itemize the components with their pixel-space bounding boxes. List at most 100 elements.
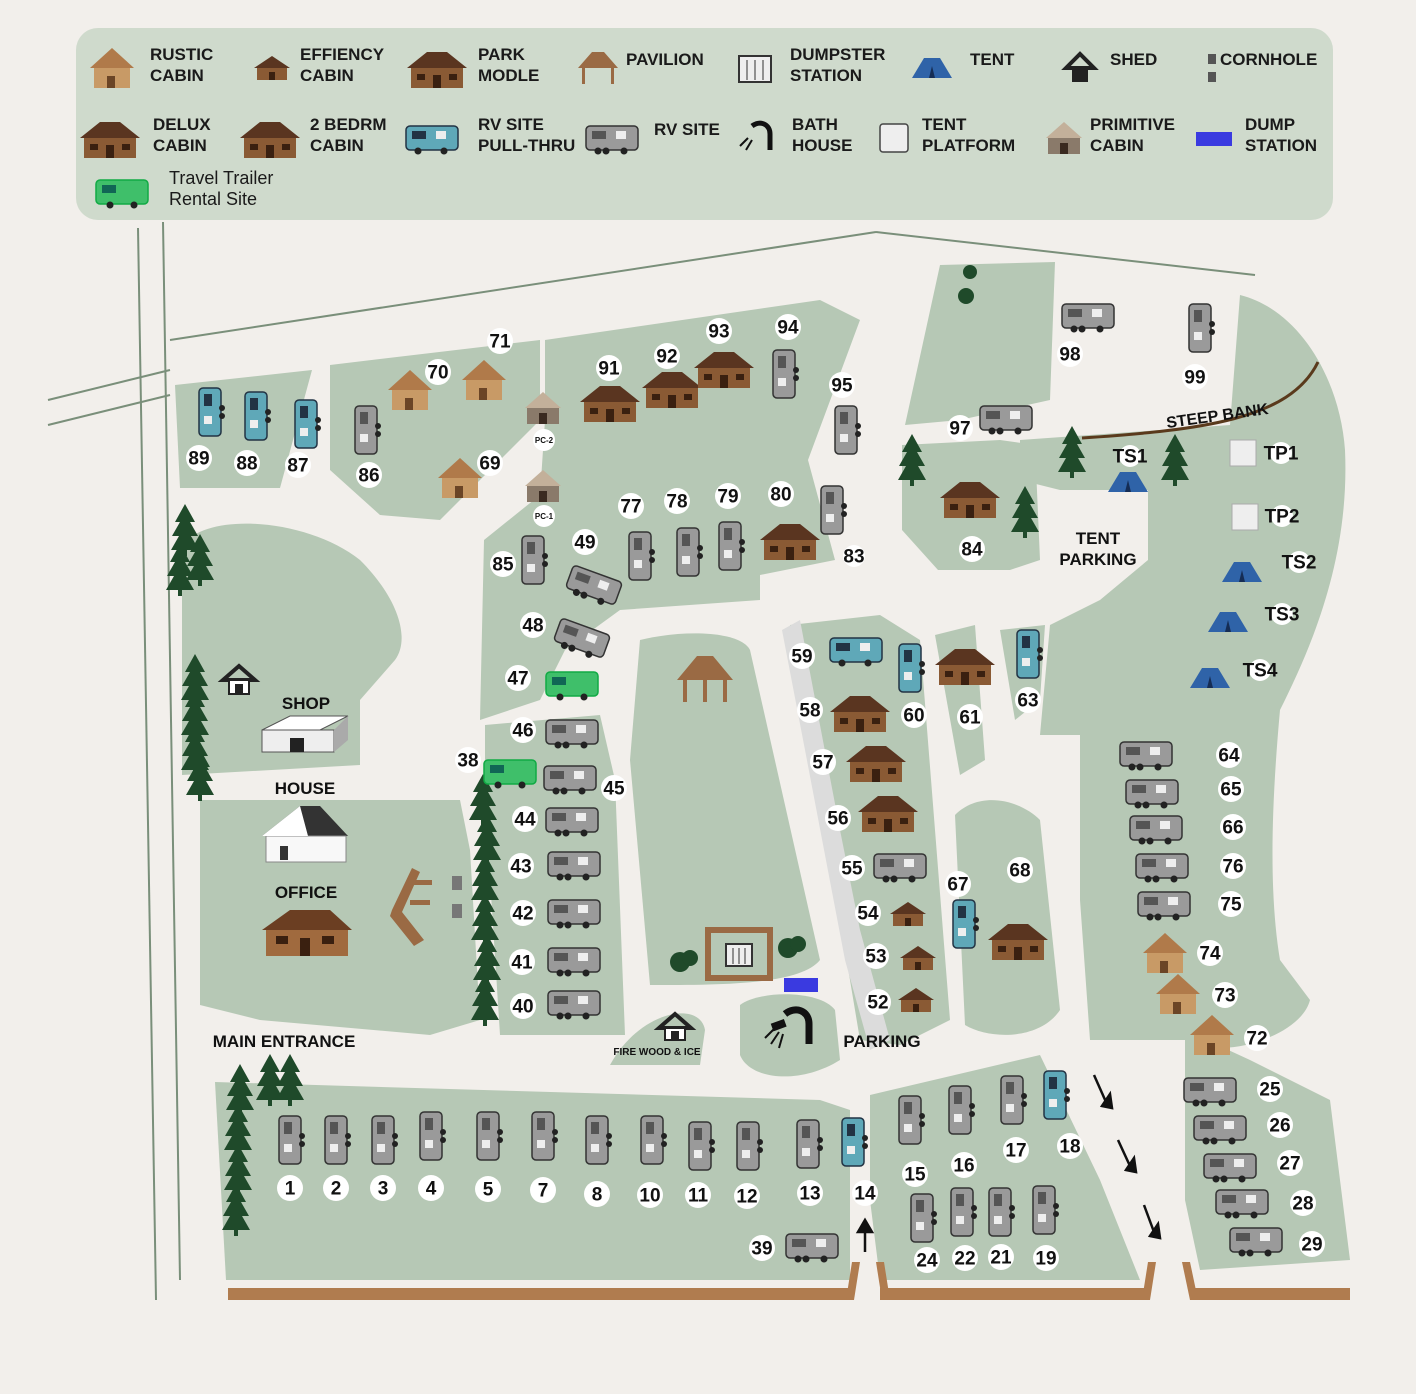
campsite-98[interactable]: 98: [1057, 303, 1115, 367]
campsite-1[interactable]: 1: [277, 1115, 306, 1201]
bath-house-icon: [739, 120, 773, 151]
campsite-69[interactable]: 69: [438, 450, 503, 498]
campsite-60[interactable]: 60: [898, 643, 927, 728]
campsite-27[interactable]: 27: [1203, 1150, 1303, 1184]
campsite-79[interactable]: 79: [715, 483, 746, 571]
campsite-28[interactable]: 28: [1215, 1189, 1316, 1220]
campsite-59[interactable]: 59: [789, 637, 883, 669]
campsite-97[interactable]: 97: [947, 405, 1033, 441]
campsite-64[interactable]: 64: [1119, 741, 1242, 772]
site-number: 17: [1005, 1141, 1026, 1162]
campsite-7[interactable]: 7: [530, 1111, 559, 1203]
campsite-87[interactable]: 87: [285, 399, 322, 478]
campsite-78[interactable]: 78: [664, 488, 704, 577]
campsite-92[interactable]: 92: [642, 343, 702, 408]
campsite-91[interactable]: 91: [580, 355, 640, 422]
campsite-52[interactable]: 52: [865, 988, 934, 1015]
campsite-57[interactable]: 57: [810, 746, 906, 782]
campsite-24[interactable]: 24: [910, 1193, 940, 1273]
campsite-73[interactable]: 73: [1156, 974, 1238, 1014]
campsite-71[interactable]: 71: [462, 328, 513, 400]
campsite-65[interactable]: 65: [1125, 776, 1244, 810]
campsite-42[interactable]: 42: [510, 899, 601, 930]
cornhole-icon: [1208, 54, 1216, 82]
campsite-22[interactable]: 22: [950, 1187, 978, 1271]
campsite-68[interactable]: 68: [988, 857, 1048, 960]
site-number: 48: [522, 616, 543, 637]
campsite-70[interactable]: 70: [388, 359, 451, 410]
campsite-46[interactable]: 46: [510, 717, 599, 750]
campsite-18[interactable]: 18: [1043, 1070, 1083, 1159]
campsite-13[interactable]: 13: [796, 1119, 824, 1206]
campsite-47[interactable]: 47: [505, 665, 599, 702]
campsite-8[interactable]: 8: [584, 1115, 613, 1207]
campsite-ts2[interactable]: TS2: [1222, 551, 1316, 582]
campsite-89[interactable]: 89: [186, 387, 226, 471]
shop-label: SHOP: [282, 694, 330, 713]
campsite-16[interactable]: 16: [948, 1085, 977, 1178]
campsite-86[interactable]: 86: [354, 405, 382, 488]
campsite-58[interactable]: 58: [797, 696, 890, 732]
campsite-38[interactable]: 38: [455, 747, 537, 790]
campsite-14[interactable]: 14: [841, 1117, 878, 1206]
campsite-26[interactable]: 26: [1193, 1112, 1293, 1146]
campsite-72[interactable]: 72: [1190, 1015, 1270, 1055]
campsite-tp2[interactable]: TP2: [1265, 505, 1300, 528]
site-number-badge: [1299, 1231, 1325, 1257]
site-number: TS1: [1113, 447, 1148, 468]
campsite-95[interactable]: 95: [829, 372, 862, 455]
campsite-63[interactable]: 63: [1015, 629, 1044, 713]
campsite-12[interactable]: 12: [734, 1121, 764, 1209]
campsite-84[interactable]: 84: [940, 482, 1000, 562]
campsite-39[interactable]: 39: [749, 1233, 839, 1264]
campsite-49[interactable]: 49: [563, 529, 624, 611]
campsite-icon: [547, 947, 601, 978]
site-number: 42: [512, 904, 533, 925]
campsite-11[interactable]: 11: [685, 1121, 716, 1208]
campsite-80[interactable]: 80: [760, 481, 820, 560]
site-number: 18: [1059, 1137, 1080, 1158]
campsite-25[interactable]: 25: [1183, 1076, 1283, 1108]
campsite-74[interactable]: 74: [1143, 933, 1223, 973]
campsite-99[interactable]: 99: [1182, 303, 1216, 390]
campsite-56[interactable]: 56: [825, 796, 918, 832]
campsite-66[interactable]: 66: [1129, 814, 1246, 846]
campsite-54[interactable]: 54: [855, 900, 926, 926]
campsite-77[interactable]: 77: [618, 493, 656, 581]
campsite-75[interactable]: 75: [1137, 891, 1244, 922]
campsite-ts1[interactable]: TS1: [1108, 445, 1148, 492]
campsite-48[interactable]: 48: [520, 612, 612, 664]
campsite-21[interactable]: 21: [988, 1187, 1016, 1270]
campsite-88[interactable]: 88: [234, 391, 272, 476]
campsite-45[interactable]: 45: [543, 765, 627, 801]
campsite-43[interactable]: 43: [508, 851, 601, 882]
campsite-19[interactable]: 19: [1032, 1185, 1060, 1271]
campsite-67[interactable]: 67: [945, 871, 980, 949]
campsite-53[interactable]: 53: [863, 943, 936, 970]
site-number: TS4: [1243, 661, 1278, 682]
campsite-17[interactable]: 17: [1000, 1075, 1029, 1163]
campsite-94[interactable]: 94: [772, 314, 801, 399]
campsite-55[interactable]: 55: [839, 853, 927, 884]
campsite-tp1[interactable]: TP1: [1264, 442, 1299, 465]
campsite-40[interactable]: 40: [510, 990, 601, 1021]
campsite-61[interactable]: 61: [935, 649, 995, 730]
campsite-41[interactable]: 41: [509, 947, 601, 978]
campsite-15[interactable]: 15: [898, 1095, 928, 1187]
campsite-ts4[interactable]: TS4: [1190, 659, 1278, 688]
campsite-5[interactable]: 5: [475, 1111, 504, 1202]
campsite-3[interactable]: 3: [370, 1115, 399, 1201]
site-number-badge: [810, 749, 836, 775]
campsite-2[interactable]: 2: [323, 1115, 352, 1201]
campsite-44[interactable]: 44: [512, 806, 599, 838]
campsite-85[interactable]: 85: [490, 535, 549, 585]
campsite-93[interactable]: 93: [694, 318, 754, 388]
campsite-83[interactable]: 83: [820, 485, 865, 568]
campsite-10[interactable]: 10: [637, 1115, 668, 1208]
campsite-29[interactable]: 29: [1229, 1227, 1325, 1258]
legend-label: RUSTIC: [150, 45, 213, 64]
campsite-ts3[interactable]: TS3: [1208, 603, 1299, 632]
campsite-76[interactable]: 76: [1135, 853, 1246, 884]
campsite-4[interactable]: 4: [418, 1111, 447, 1201]
